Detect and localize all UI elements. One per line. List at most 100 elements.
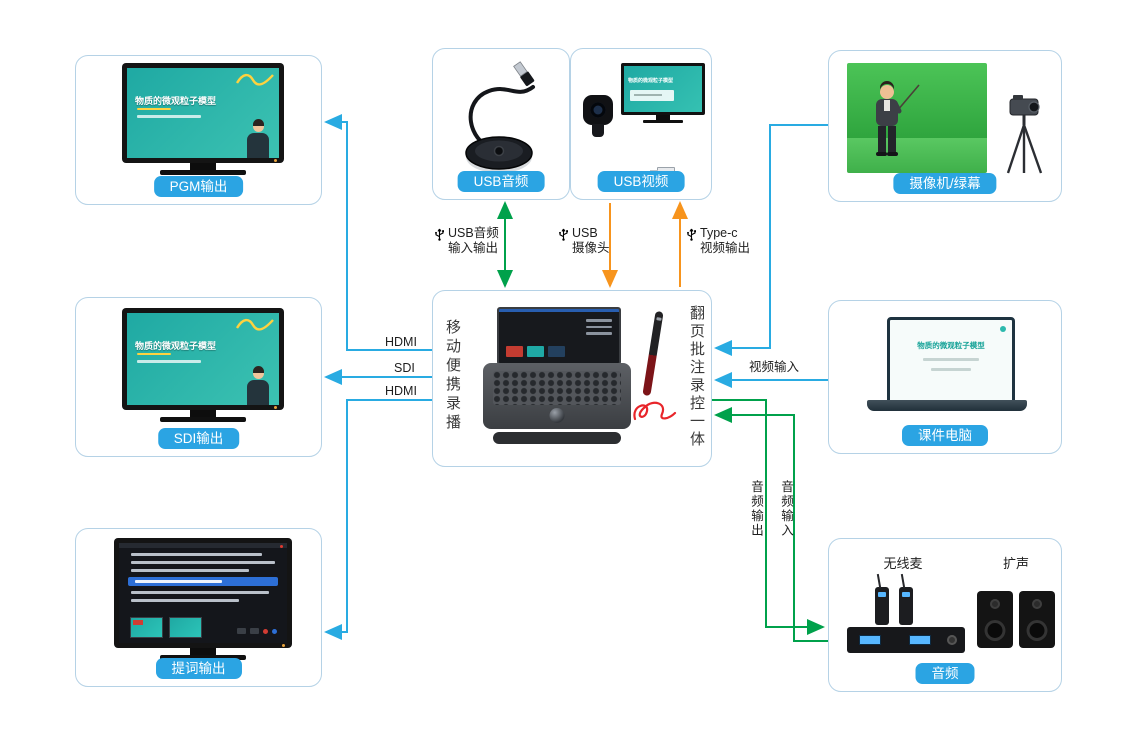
usb-icon xyxy=(435,228,444,241)
screen-title: 物质的微观粒子模型 xyxy=(628,78,674,84)
usb-icon xyxy=(559,228,568,241)
edge-label-text: USB音频 xyxy=(448,226,499,240)
edge-audio-out-line xyxy=(712,399,825,635)
tv-base xyxy=(160,170,246,175)
power-led xyxy=(274,159,277,162)
screen-subtitle-bar xyxy=(137,115,201,118)
screen-title: 物质的微观粒子模型 xyxy=(917,341,985,350)
prompter-text-line xyxy=(131,599,239,602)
label-pgm-output: PGM输出 xyxy=(153,175,244,197)
camera-on-tripod xyxy=(1006,95,1043,174)
edge-audio-in-line xyxy=(714,407,828,642)
power-led xyxy=(274,406,277,409)
tv-stand xyxy=(190,410,216,417)
wireless-mic-pack xyxy=(899,587,913,625)
edge-label-text: USB xyxy=(572,226,598,240)
prompter-text-line xyxy=(131,561,276,564)
recorder-screen xyxy=(497,307,621,365)
usb-microphone-illustration xyxy=(465,61,535,173)
edge-label-text: 视频输出 xyxy=(700,241,751,255)
edge-label-hdmi-prompter: HDMI xyxy=(385,384,417,398)
prompter-buttons xyxy=(237,628,277,634)
wireless-mic-pack xyxy=(875,587,889,625)
pen-scribble xyxy=(633,401,677,421)
recorder-screen-thumbs xyxy=(506,346,565,357)
node-sdi-output: 物质的微观粒子模型 SDI输出 xyxy=(75,297,322,457)
presenter-figure xyxy=(246,366,270,405)
edge-label-audio-out: 音频输出 xyxy=(749,480,763,538)
prompter-text-line xyxy=(131,591,269,594)
prompter-highlight-line xyxy=(128,577,278,586)
presenter-with-pointer xyxy=(876,81,920,156)
label-speakers: 扩声 xyxy=(1002,556,1029,571)
prompter-tv-monitor xyxy=(114,538,292,660)
node-usb-audio: USB音频 xyxy=(432,48,570,200)
node-prompter-output: 提词输出 xyxy=(75,528,322,687)
screen-text-bar xyxy=(923,358,979,361)
monitor-stand xyxy=(656,115,670,120)
edge-hdmi-prompter-line xyxy=(324,399,432,640)
label-usb-audio: USB音频 xyxy=(457,170,545,192)
screen-underline xyxy=(137,353,171,355)
recorder-keyboard xyxy=(493,371,621,405)
screen-underline xyxy=(137,108,171,110)
pgm-tv-monitor: 物质的微观粒子模型 xyxy=(122,63,284,175)
recorder-left-label: 移动便携录播 xyxy=(444,319,461,433)
prompter-text-line xyxy=(131,569,249,572)
label-wireless-mic: 无线麦 xyxy=(883,556,923,571)
label-sdi-output: SDI输出 xyxy=(157,427,240,449)
prompter-text-line xyxy=(131,553,263,556)
edge-label-usb-camera: USB 摄像头 xyxy=(558,226,610,256)
screen-text-bar xyxy=(931,368,971,371)
tv-base xyxy=(160,417,246,422)
power-led xyxy=(282,644,285,647)
label-camera-greenscreen: 摄像机/绿幕 xyxy=(893,172,997,194)
screen-title: 物质的微观粒子模型 xyxy=(135,96,217,106)
screen-logo-dot xyxy=(1000,326,1006,332)
label-audio: 音频 xyxy=(915,662,975,684)
node-usb-video: 物质的微观粒子模型 USB视频 xyxy=(570,48,712,200)
recorder-trackball xyxy=(549,408,565,423)
recorder-right-label: 翻页批注录控一体 xyxy=(688,305,705,449)
edge-label-text: 输入输出 xyxy=(448,241,499,255)
edge-label-video-in: 视频输入 xyxy=(749,360,800,374)
decor-squiggle xyxy=(235,318,274,331)
monitor-base xyxy=(643,120,683,123)
edge-label-text: Type-c xyxy=(700,226,738,240)
prompter-thumbnails xyxy=(130,617,202,638)
laptop-screen: 物质的微观粒子模型 xyxy=(887,317,1015,403)
edge-label-typec: Type-c 视频输出 xyxy=(686,226,750,256)
annotation-pen xyxy=(642,310,664,397)
green-screen-panel xyxy=(847,63,987,173)
laptop-base xyxy=(867,400,1027,411)
edge-label-usb-audio-io: USB音频 输入输出 xyxy=(434,226,499,256)
label-usb-video: USB视频 xyxy=(597,170,685,192)
mini-monitor-illustration: 物质的微观粒子模型 xyxy=(621,63,705,123)
edge-hdmi-pgm-line xyxy=(324,114,432,351)
recorder-screen-bar xyxy=(499,309,619,312)
node-courseware-computer: 物质的微观粒子模型 课件电脑 xyxy=(828,300,1062,454)
node-recorder: 移动便携录播 翻页批注录控一体 xyxy=(432,290,712,467)
node-pgm-output: 物质的微观粒子模型 PGM输出 xyxy=(75,55,322,205)
label-prompter-output: 提词输出 xyxy=(155,657,242,679)
presenter-figure xyxy=(246,119,270,158)
edge-label-audio-in: 音频输入 xyxy=(779,480,793,538)
usb-icon xyxy=(687,228,696,241)
decor-squiggle xyxy=(235,73,274,86)
sdi-tv-monitor: 物质的微观粒子模型 xyxy=(122,308,284,422)
speaker-right xyxy=(1019,591,1055,648)
edge-label-text: 摄像头 xyxy=(572,241,610,255)
recorder-body xyxy=(483,363,631,429)
screen-title: 物质的微观粒子模型 xyxy=(135,341,217,351)
speaker-left xyxy=(977,591,1013,648)
recorder-handle xyxy=(493,432,621,444)
edge-label-sdi: SDI xyxy=(394,361,415,375)
prompter-menubar xyxy=(119,543,287,548)
tv-stand xyxy=(190,163,216,170)
edge-label-hdmi-pgm: HDMI xyxy=(385,335,417,349)
label-courseware-computer: 课件电脑 xyxy=(902,424,988,446)
screen-card xyxy=(630,90,674,101)
webcam-illustration xyxy=(583,95,613,137)
tv-stand xyxy=(190,648,216,655)
